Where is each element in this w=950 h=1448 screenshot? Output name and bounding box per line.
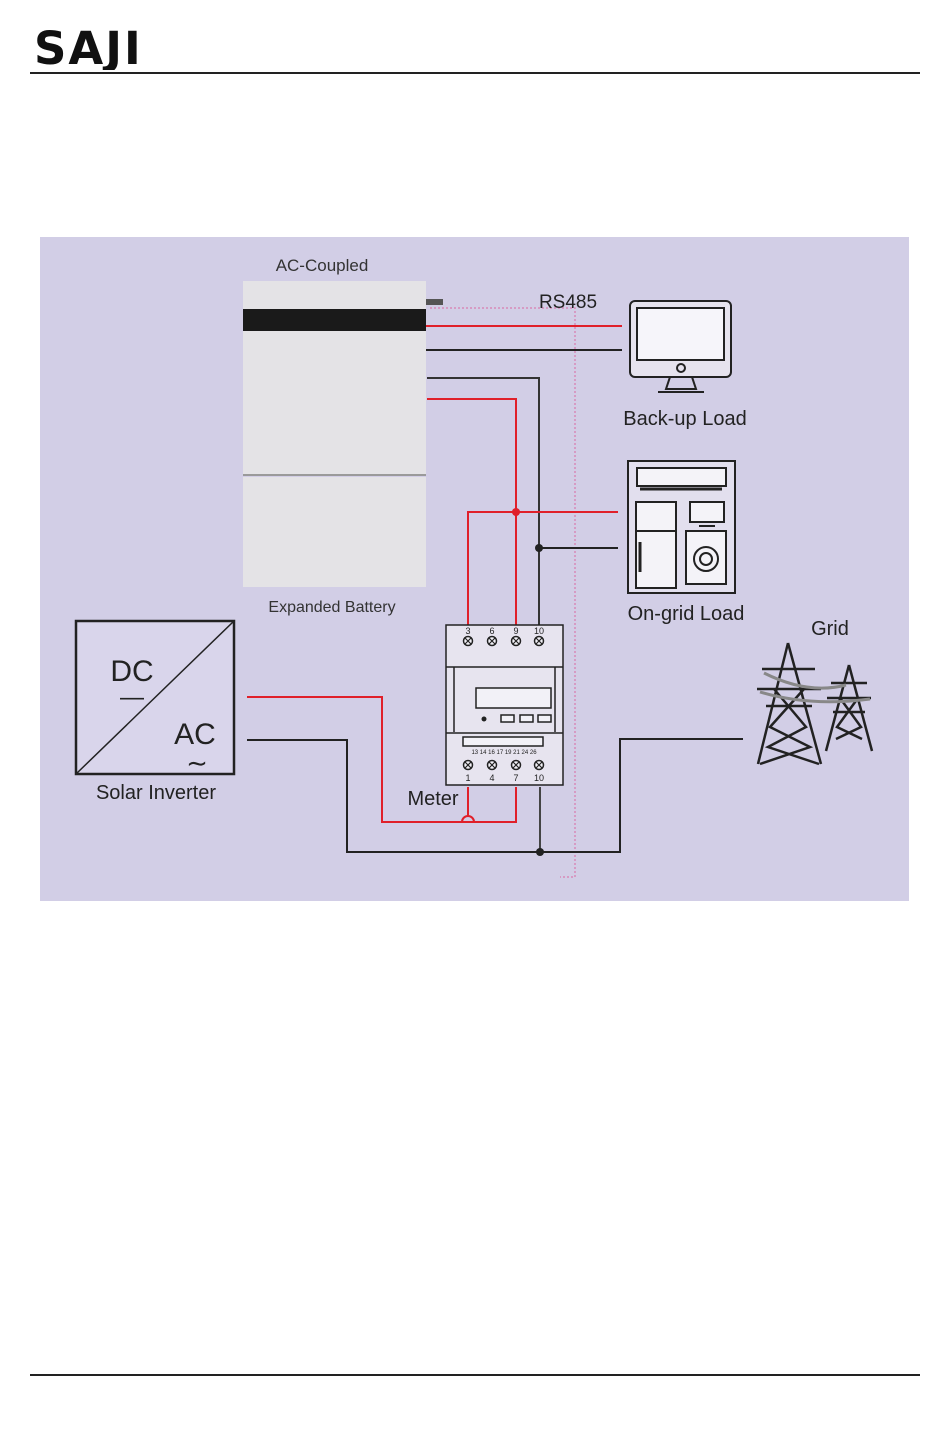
inverter-ac-label: AC bbox=[174, 718, 216, 751]
ongrid-appliances-icon bbox=[628, 461, 735, 593]
meter-small-terminals: 13 14 16 17 19 21 24 26 bbox=[471, 750, 537, 756]
meter-terminal-label: 9 bbox=[513, 626, 518, 636]
battery-stack bbox=[243, 281, 443, 587]
meter-terminal-label: 3 bbox=[465, 626, 470, 636]
solar-inverter-box bbox=[76, 621, 234, 774]
grid-label: Grid bbox=[811, 618, 849, 640]
expanded-battery-label: Expanded Battery bbox=[268, 599, 395, 616]
meter-terminal-label: 4 bbox=[489, 773, 494, 783]
inverter-dc-symbol: — bbox=[120, 684, 144, 711]
wiring-diagram: AC-Coupled Expanded Battery RS485 Back-u… bbox=[40, 237, 909, 901]
ac-coupled-label: AC-Coupled bbox=[276, 256, 369, 275]
meter-terminal-label: 6 bbox=[489, 626, 494, 636]
expanded-battery bbox=[243, 477, 426, 587]
meter-button bbox=[520, 715, 533, 722]
meter-terminal-label: 1 bbox=[465, 773, 470, 783]
footer-rule bbox=[30, 1374, 920, 1376]
battery-connector bbox=[426, 299, 443, 305]
meter-label: Meter bbox=[407, 788, 458, 810]
meter-terminal-label: 10 bbox=[534, 773, 544, 783]
backup-load-label: Back-up Load bbox=[623, 408, 746, 430]
meter-terminal-label: 7 bbox=[513, 773, 518, 783]
ongrid-load-label: On-grid Load bbox=[628, 603, 745, 625]
rs485-label: RS485 bbox=[539, 292, 597, 313]
saj-logo: SAJI bbox=[34, 28, 184, 70]
meter-body bbox=[446, 625, 563, 785]
meter-indicator-led bbox=[482, 717, 487, 722]
junction-dot bbox=[535, 544, 543, 552]
battery-display-band bbox=[243, 309, 426, 331]
meter-display bbox=[476, 688, 551, 708]
meter-button bbox=[501, 715, 514, 722]
meter-button bbox=[538, 715, 551, 722]
solar-inverter-label: Solar Inverter bbox=[96, 782, 216, 804]
junction-dot bbox=[512, 508, 520, 516]
header-rule bbox=[30, 72, 920, 74]
meter-terminal-label: 10 bbox=[534, 626, 544, 636]
junction-dot bbox=[536, 848, 544, 856]
inverter-ac-symbol: ∼ bbox=[186, 748, 208, 778]
